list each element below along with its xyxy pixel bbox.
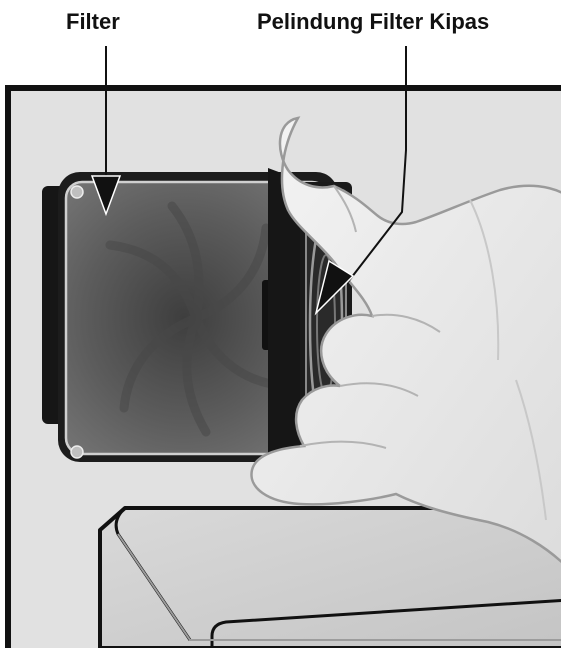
device-box bbox=[100, 508, 561, 648]
screw-icon bbox=[71, 186, 83, 198]
screw-icon bbox=[71, 446, 83, 458]
